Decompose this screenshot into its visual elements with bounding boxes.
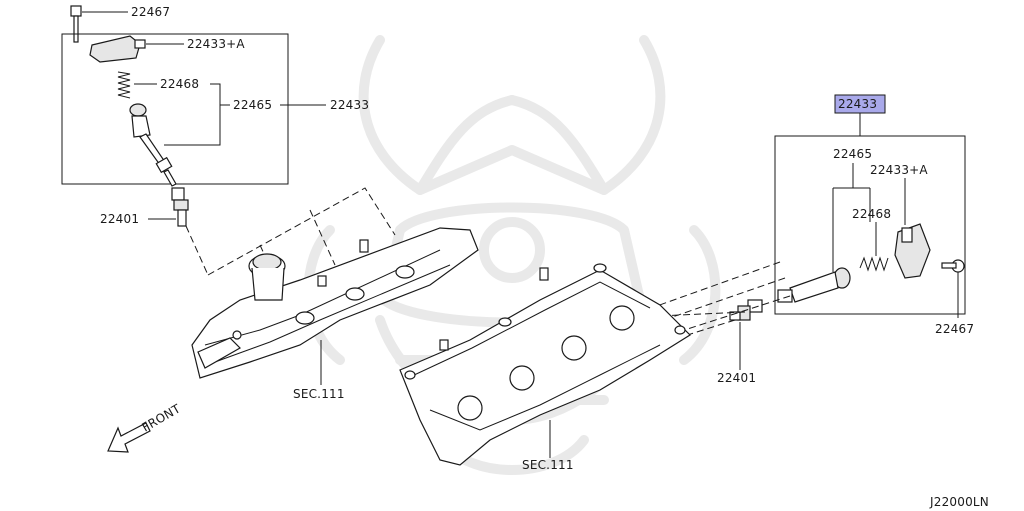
left-boot-part[interactable] bbox=[129, 103, 177, 187]
left-coil-label: 22433+A bbox=[187, 37, 245, 51]
left-sub-assembly-label: 22465 bbox=[233, 98, 272, 112]
left-coil-part[interactable] bbox=[89, 35, 146, 63]
right-section-label: SEC.111 bbox=[522, 458, 574, 472]
right-assembly-box bbox=[774, 135, 966, 315]
right-sub-assembly-label: 22465 bbox=[833, 147, 872, 161]
left-spark-plug-label: 22401 bbox=[100, 212, 139, 226]
left-section-label: SEC.111 bbox=[293, 387, 345, 401]
diagram-code: J22000LN bbox=[929, 495, 989, 509]
right-rocker-cover[interactable] bbox=[399, 263, 691, 466]
right-coil-label: 22433+A bbox=[870, 163, 928, 177]
right-spring-label: 22468 bbox=[852, 207, 891, 221]
right-bolt-label: 22467 bbox=[935, 322, 974, 336]
right-coil-part[interactable] bbox=[894, 223, 931, 279]
front-label: FRONT bbox=[140, 401, 184, 434]
front-arrow-icon bbox=[107, 422, 151, 453]
left-bolt-label: 22467 bbox=[131, 5, 170, 19]
left-spring-label: 22468 bbox=[160, 77, 199, 91]
left-assembly-label: 22433 bbox=[330, 98, 369, 112]
right-assembly-badge[interactable]: 22433 bbox=[834, 94, 886, 114]
right-bolt-part[interactable] bbox=[941, 259, 965, 273]
right-assembly-label: 22433 bbox=[838, 97, 877, 111]
left-spark-plug-part[interactable] bbox=[171, 187, 189, 227]
left-rocker-cover[interactable] bbox=[191, 227, 479, 379]
right-spark-plug-label: 22401 bbox=[717, 371, 756, 385]
left-bolt-part[interactable] bbox=[70, 5, 82, 43]
right-boot-part[interactable] bbox=[777, 267, 851, 303]
right-spring-part[interactable] bbox=[859, 256, 889, 272]
left-spring-part[interactable] bbox=[117, 71, 131, 99]
right-spark-plug-part[interactable] bbox=[729, 299, 763, 321]
